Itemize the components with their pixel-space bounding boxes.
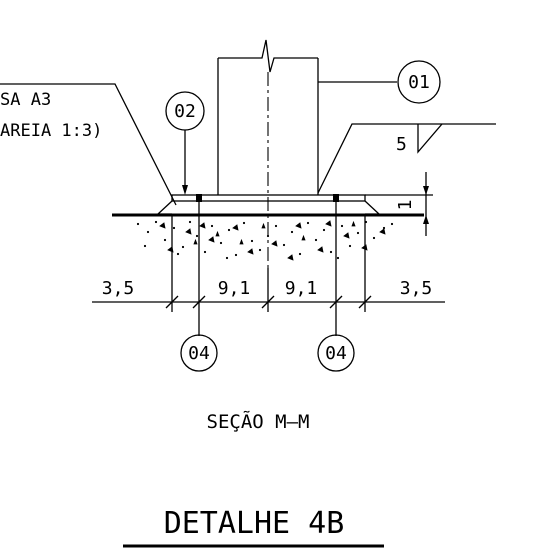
callout-01-circle [397,60,441,104]
column-body [217,39,319,268]
dimension-chain [92,202,445,336]
concrete-hatch [136,220,394,261]
bolt-left [196,194,202,202]
bolt-right [333,194,339,202]
callout-04-right-circle [317,334,355,372]
dim-right-outer: 3,5 [400,278,433,299]
section-title: SEÇÃO M—M [207,410,310,433]
grout-fillet-right [364,200,381,215]
weld-leader [317,123,496,194]
dim-left-outer: 3,5 [102,278,135,299]
callout-04-right-label: 04 [325,343,347,364]
detail-title: DETALHE 4B [164,506,345,541]
note-leader [0,83,177,206]
weld-size-label: 5 [396,134,407,155]
callout-01-label: 01 [408,72,430,93]
thickness-label: 1 [395,200,416,211]
callout-02-arrow [182,185,188,195]
note-line-1: SA A3 [0,90,51,110]
callout-04-left-label: 04 [188,343,210,364]
thickness-dimension [365,172,433,236]
callout-04-left-circle [180,334,218,372]
dim-left-inner: 9,1 [218,278,251,299]
note-line-2: AREIA 1:3) [0,121,102,141]
grout-fillet-left [156,200,173,215]
callout-02-label: 02 [174,101,196,122]
dim-right-inner: 9,1 [285,278,318,299]
weld-symbol [417,123,443,154]
